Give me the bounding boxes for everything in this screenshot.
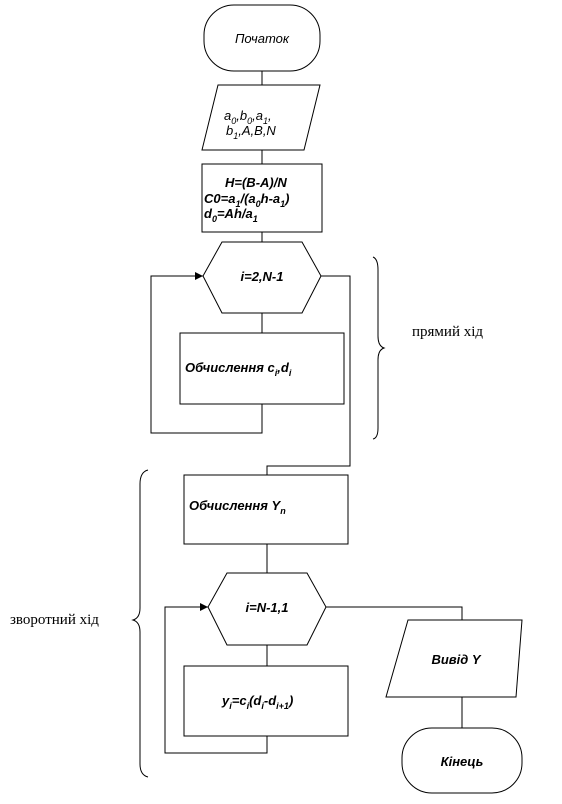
init-line1: H=(B-A)/N [225,175,287,190]
init-line3: d0=Ah/a1 [204,206,258,224]
output-parallelogram [385,619,523,698]
y-formula-label: yi=ci(di-di+1) [221,693,293,711]
init-process [201,163,323,233]
backward-brace [131,469,149,778]
input-parallelogram [201,84,321,151]
input-line2: b1,A,B,N [226,123,276,141]
loop1-hexagon [202,241,322,314]
forward-brace [372,256,386,440]
end-label: Кінець [441,754,484,769]
start-label: Початок [235,31,290,46]
loop1-label: i=2,N-1 [241,269,284,284]
start-terminal [203,4,321,72]
compute-y-label: Обчислення Yn [189,498,286,516]
output-label: Вивід Y [431,652,481,667]
y-formula-process [183,665,349,737]
end-terminal [401,727,523,794]
connectors [150,71,463,754]
init-line2: C0=a1/(a0h-a1) [204,191,290,209]
input-line1: a0,b0,a1, [224,108,272,126]
forward-annotation: прямий хід [412,324,483,340]
backward-annotation: зворотний хід [10,612,99,628]
compute-y-process [183,474,349,545]
loop2-hexagon [207,572,327,646]
loop2-label: i=N-1,1 [246,600,289,615]
compute-cd-process [179,332,345,405]
compute-cd-label: Обчислення ci,di [185,360,292,378]
